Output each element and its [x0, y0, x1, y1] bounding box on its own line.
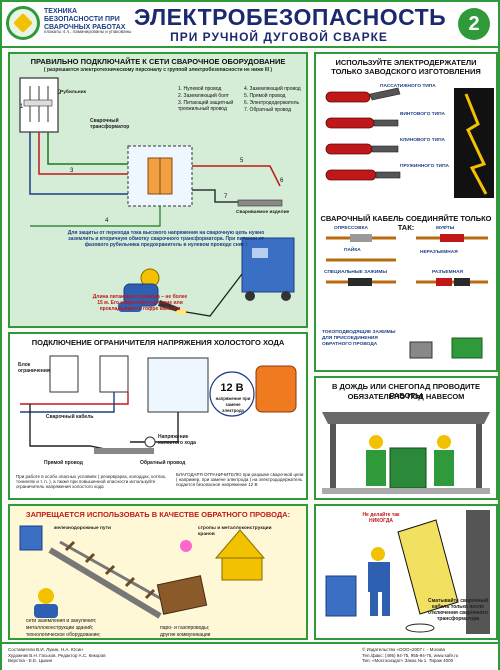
direct-wire-label: Прямой провод: [44, 460, 83, 466]
forbidden-illustration: [19, 525, 266, 619]
svg-text:2: 2: [58, 90, 62, 96]
svg-text:4: 4: [105, 218, 109, 224]
legend-item: 6. Электрододержатель: [244, 100, 300, 106]
forbidden-list-item: металлоконструкции зданий;: [26, 625, 94, 631]
svg-text:5: 5: [240, 158, 244, 164]
cable-joint-title: СВАРОЧНЫЙ КАБЕЛЬ СОЕДИНЯЙТЕ ТОЛЬКО ТАК:: [320, 214, 492, 232]
series-subtitle: плакаты 4 л., ламинированы и упакованы: [44, 29, 132, 34]
sheet-number-badge: 2: [458, 8, 490, 40]
never-illustration: [325, 510, 490, 634]
holders-title: ИСПОЛЬЗУЙТЕ ЭЛЕКТРОДЕРЖАТЕЛИ ТОЛЬКО ЗАВО…: [331, 58, 481, 76]
never-note: Сматывайте сварочный кабель только после…: [427, 598, 489, 622]
publisher-line: © Издательство «ООО»2007 г. - Москва: [362, 647, 446, 652]
holder-type-label: ПРУЖИННОГО ТИПА: [400, 164, 450, 169]
forbidden-panel: ЗАПРЕЩАЕТСЯ ИСПОЛЬЗОВАТЬ В КАЧЕСТВЕ ОБРА…: [8, 504, 308, 640]
credit-line: Составители В.И. Лукин, Н.А. Юсин: [8, 647, 83, 652]
cable-length-note: Длина питающего провода – не более 15 м.…: [92, 294, 188, 312]
joint-label: ОПРЕССОВКА: [334, 226, 368, 231]
joint-label: НЕРАЗЪЕМНАЯ: [420, 250, 458, 255]
svg-text:1: 1: [20, 104, 24, 110]
limiter-block-label: Блок ограничения: [18, 362, 50, 374]
clamps-label: ТОКОПОДВОДЯЩИЕ ЗАЖИМЫ ДЛЯ ПРИСОЕДИНЕНИЯ …: [322, 330, 396, 347]
workpiece-label: Свариваемое изделие: [236, 210, 290, 215]
credit-line: Художник В.Н. Гаськов. Редактор А.С. Кик…: [8, 652, 106, 658]
poster-subtitle: ПРИ РУЧНОЙ ДУГОВОЙ СВАРКЕ: [170, 30, 388, 44]
rain-title-line1: В ДОЖДЬ ИЛИ СНЕГОПАД ПРОВОДИТЕ РАБОТЫ: [331, 382, 481, 400]
connection-subtitle: ( разрешается электротехническому персон…: [43, 67, 273, 73]
connection-panel: ПРАВИЛЬНО ПОДКЛЮЧАЙТЕ К СЕТИ СВАРОЧНОЕ О…: [8, 52, 308, 328]
legend-item: 5. Прямой провод: [244, 93, 286, 99]
publisher-line: Тип. «Мосгосиздат» Заказ № 1. Тираж 4000: [362, 658, 454, 663]
publisher-logo-icon: [6, 6, 40, 40]
limiter-usage-note: При работе в особо опасных условиях ( ре…: [16, 474, 167, 490]
forbidden-list-item: технологическое оборудование;: [26, 632, 101, 638]
return-wire-label: Обратный провод: [140, 460, 186, 466]
holder-type-label: ВИНТОВОГО ТИПА: [400, 112, 446, 117]
connection-title: ПРАВИЛЬНО ПОДКЛЮЧАЙТЕ К СЕТИ СВАРОЧНОЕ О…: [30, 57, 286, 66]
credit-line: Верстка - Е.Е. Цыкин: [8, 658, 53, 663]
never-panel: Не делайте так НИКОГДА Сматывайте свароч…: [314, 504, 498, 640]
rain-illustration: [322, 412, 490, 494]
rain-title-line2: ОБЯЗАТЕЛЬНО ПОД НАВЕСОМ: [347, 392, 465, 401]
joint-label: СПЕЦИАЛЬНЫЕ ЗАЖИМЫ: [324, 270, 388, 275]
legend-item: 3. Питающий защитный трехжильный провод: [178, 100, 234, 112]
forbidden-item-rails: железнодорожные пути: [54, 526, 111, 531]
holder-type-label: ПАССАТИЖНОГО ТИПА: [380, 84, 436, 89]
forbidden-title: ЗАПРЕЩАЕТСЯ ИСПОЛЬЗОВАТЬ В КАЧЕСТВЕ ОБРА…: [25, 510, 291, 519]
holders-illustration: [325, 87, 494, 359]
limiter-panel: ПОДКЛЮЧЕНИЕ ОГРАНИЧИТЕЛЯ НАПРЯЖЕНИЯ ХОЛО…: [8, 332, 308, 500]
forbidden-list-item: другие коммуникации: [160, 632, 211, 638]
safe-voltage-note: напряжение при замене электрода: [215, 396, 251, 413]
holders-panel: ИСПОЛЬЗУЙТЕ ЭЛЕКТРОДЕРЖАТЕЛИ ТОЛЬКО ЗАВО…: [314, 52, 498, 372]
limiter-title: ПОДКЛЮЧЕНИЕ ОГРАНИЧИТЕЛЯ НАПРЯЖЕНИЯ ХОЛО…: [31, 338, 285, 347]
svg-text:6: 6: [280, 178, 284, 184]
forbidden-list-item: паро- и газопроводы;: [160, 625, 210, 631]
legend-item: 2. Заземляющий болт: [178, 93, 229, 99]
limiter-diagram: [20, 355, 297, 454]
legend-item: 1. Нулевой провод: [178, 86, 222, 92]
grounding-warning: Для защиты от перехода тока высокого нап…: [67, 230, 265, 248]
publisher-line: Тел./факс: (495) 94-75, 955-94-75, www.s…: [362, 652, 459, 658]
limiter-benefit-note: БЛАГОДАРЯ ОГРАНИЧИТЕЛЮ при разрыве сваро…: [176, 472, 304, 488]
safe-voltage-value: 12 В: [220, 382, 244, 394]
legend-item: 4. Заземляющий провод: [244, 86, 301, 92]
footer: Составители В.И. Лукин, Н.А. Юсин Художн…: [2, 642, 498, 670]
holder-type-label: КЛИНОВОГО ТИПА: [400, 138, 446, 143]
poster-title: ЭЛЕКТРОБЕЗОПАСНОСТЬ: [134, 4, 447, 30]
forbidden-item-cranes: стропы и металлоконструкции кранов: [198, 526, 272, 537]
credits: Составители В.И. Лукин, Н.А. Юсин Художн…: [8, 647, 258, 664]
welding-cable-label: Сварочный кабель: [46, 414, 94, 420]
svg-text:7: 7: [224, 194, 228, 200]
joint-label: МУФТЫ: [436, 226, 455, 231]
joint-label: ПАЙКА: [344, 248, 361, 253]
publisher-info: © Издательство «ООО»2007 г. - Москва Тел…: [362, 647, 494, 664]
idle-voltage-label: Напряжение холостого хода: [158, 434, 196, 446]
connection-diagram: 1 2 3 4 5 6 7: [19, 77, 295, 317]
header: ТЕХНИКА БЕЗОПАСНОСТИ ПРИ СВАРОЧНЫХ РАБОТ…: [2, 2, 498, 48]
joint-label: РАЗЪЕМНАЯ: [432, 270, 463, 275]
never-warning: Не делайте так НИКОГДА: [362, 512, 400, 524]
rain-panel: В ДОЖДЬ ИЛИ СНЕГОПАД ПРОВОДИТЕ РАБОТЫ ОБ…: [314, 376, 498, 500]
legend-item: 7. Обратный провод: [244, 107, 292, 113]
switch-label: Рубильник: [60, 90, 87, 95]
forbidden-list-item: сети заземления и зануления;: [26, 618, 97, 624]
svg-text:3: 3: [70, 168, 74, 174]
series-title: ТЕХНИКА БЕЗОПАСНОСТИ ПРИ СВАРОЧНЫХ РАБОТ…: [44, 8, 126, 31]
transformer-label: Сварочный трансформатор: [90, 118, 130, 130]
